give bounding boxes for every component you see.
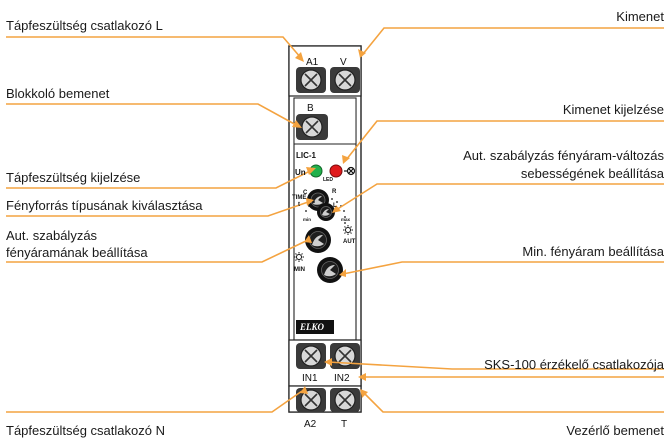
terminal-label-in1: IN1 xyxy=(302,373,318,384)
aut-label: AUT xyxy=(343,239,356,245)
time-label: TIME xyxy=(292,195,306,201)
terminal-label-t: T xyxy=(341,419,347,430)
label-auto-flux-line2: fényáramának beállítása xyxy=(6,245,148,260)
leader-output-indication xyxy=(345,120,664,161)
terminal-label-a1: A1 xyxy=(306,57,319,68)
leader-block-input xyxy=(6,103,299,127)
leader-auto-rate xyxy=(335,183,664,211)
leader-source-type xyxy=(6,200,312,217)
leader-control-input xyxy=(362,391,664,413)
un-label: Un xyxy=(295,168,306,177)
selector-letter-r: R xyxy=(332,189,337,195)
label-supply-l: Tápfeszültség csatlakozó L xyxy=(6,18,163,33)
screw-t-icon xyxy=(330,388,360,412)
time-max-label: max xyxy=(341,217,351,222)
sun-aut-icon xyxy=(343,225,353,235)
terminal-label-a2: A2 xyxy=(304,419,317,430)
leader-auto-flux xyxy=(6,239,309,263)
brand-label: ELKO xyxy=(299,322,325,332)
lamp-symbol-icon xyxy=(344,166,356,176)
screw-b-icon xyxy=(296,114,328,140)
leader-sks-in1 xyxy=(327,361,664,370)
min-knob-icon xyxy=(317,257,343,283)
label-supply-n: Tápfeszültség csatlakozó N xyxy=(6,423,165,438)
label-sks-connector: SKS-100 érzékelő csatlakozója xyxy=(484,357,664,372)
led-label: LED xyxy=(323,177,333,183)
model-label: LIC-1 xyxy=(296,151,317,160)
brand-plate xyxy=(296,320,334,334)
time-t-label: t xyxy=(298,202,300,208)
leader-lines xyxy=(6,27,664,413)
selector-letter-c: C xyxy=(303,190,308,196)
label-auto-flux-line1: Aut. szabályzás xyxy=(6,228,98,243)
leader-supply-n xyxy=(6,390,303,413)
min-label: MIN xyxy=(294,267,305,273)
label-output: Kimenet xyxy=(616,9,664,24)
screw-a2-icon xyxy=(296,388,326,412)
label-supply-indication: Tápfeszültség kijelzése xyxy=(6,170,141,185)
selector-letter-l: L xyxy=(333,203,337,209)
label-auto-rate-line1: Aut. szabályzás fényáram-változás xyxy=(463,148,664,163)
leader-supply-l xyxy=(6,36,302,59)
label-output-indication: Kimenet kijelzése xyxy=(562,102,664,117)
terminal-label-v: V xyxy=(340,57,347,68)
leader-output xyxy=(362,27,664,55)
label-min-flux: Min. fényáram beállítása xyxy=(522,244,664,259)
terminal-label-in2: IN2 xyxy=(334,373,350,384)
leader-min-flux xyxy=(342,261,664,275)
terminal-label-b: B xyxy=(307,103,314,114)
leader-supply-indication xyxy=(6,169,313,189)
red-led-icon xyxy=(329,164,343,178)
time-min-label: min xyxy=(303,217,311,222)
screw-v-icon xyxy=(330,67,360,93)
label-control-input: Vezérlő bemenet xyxy=(566,423,664,438)
label-auto-rate-line2: sebességének beállítása xyxy=(520,166,664,181)
screw-in1-icon xyxy=(296,343,326,369)
label-source-type: Fényforrás típusának kiválasztása xyxy=(6,198,203,213)
sun-min-icon xyxy=(294,252,304,262)
aut-knob-icon xyxy=(305,227,331,253)
time-knob-icon xyxy=(317,203,335,221)
label-block-input: Blokkoló bemenet xyxy=(6,86,110,101)
leader-arrowheads xyxy=(292,49,368,398)
screw-a1-icon xyxy=(296,67,326,93)
